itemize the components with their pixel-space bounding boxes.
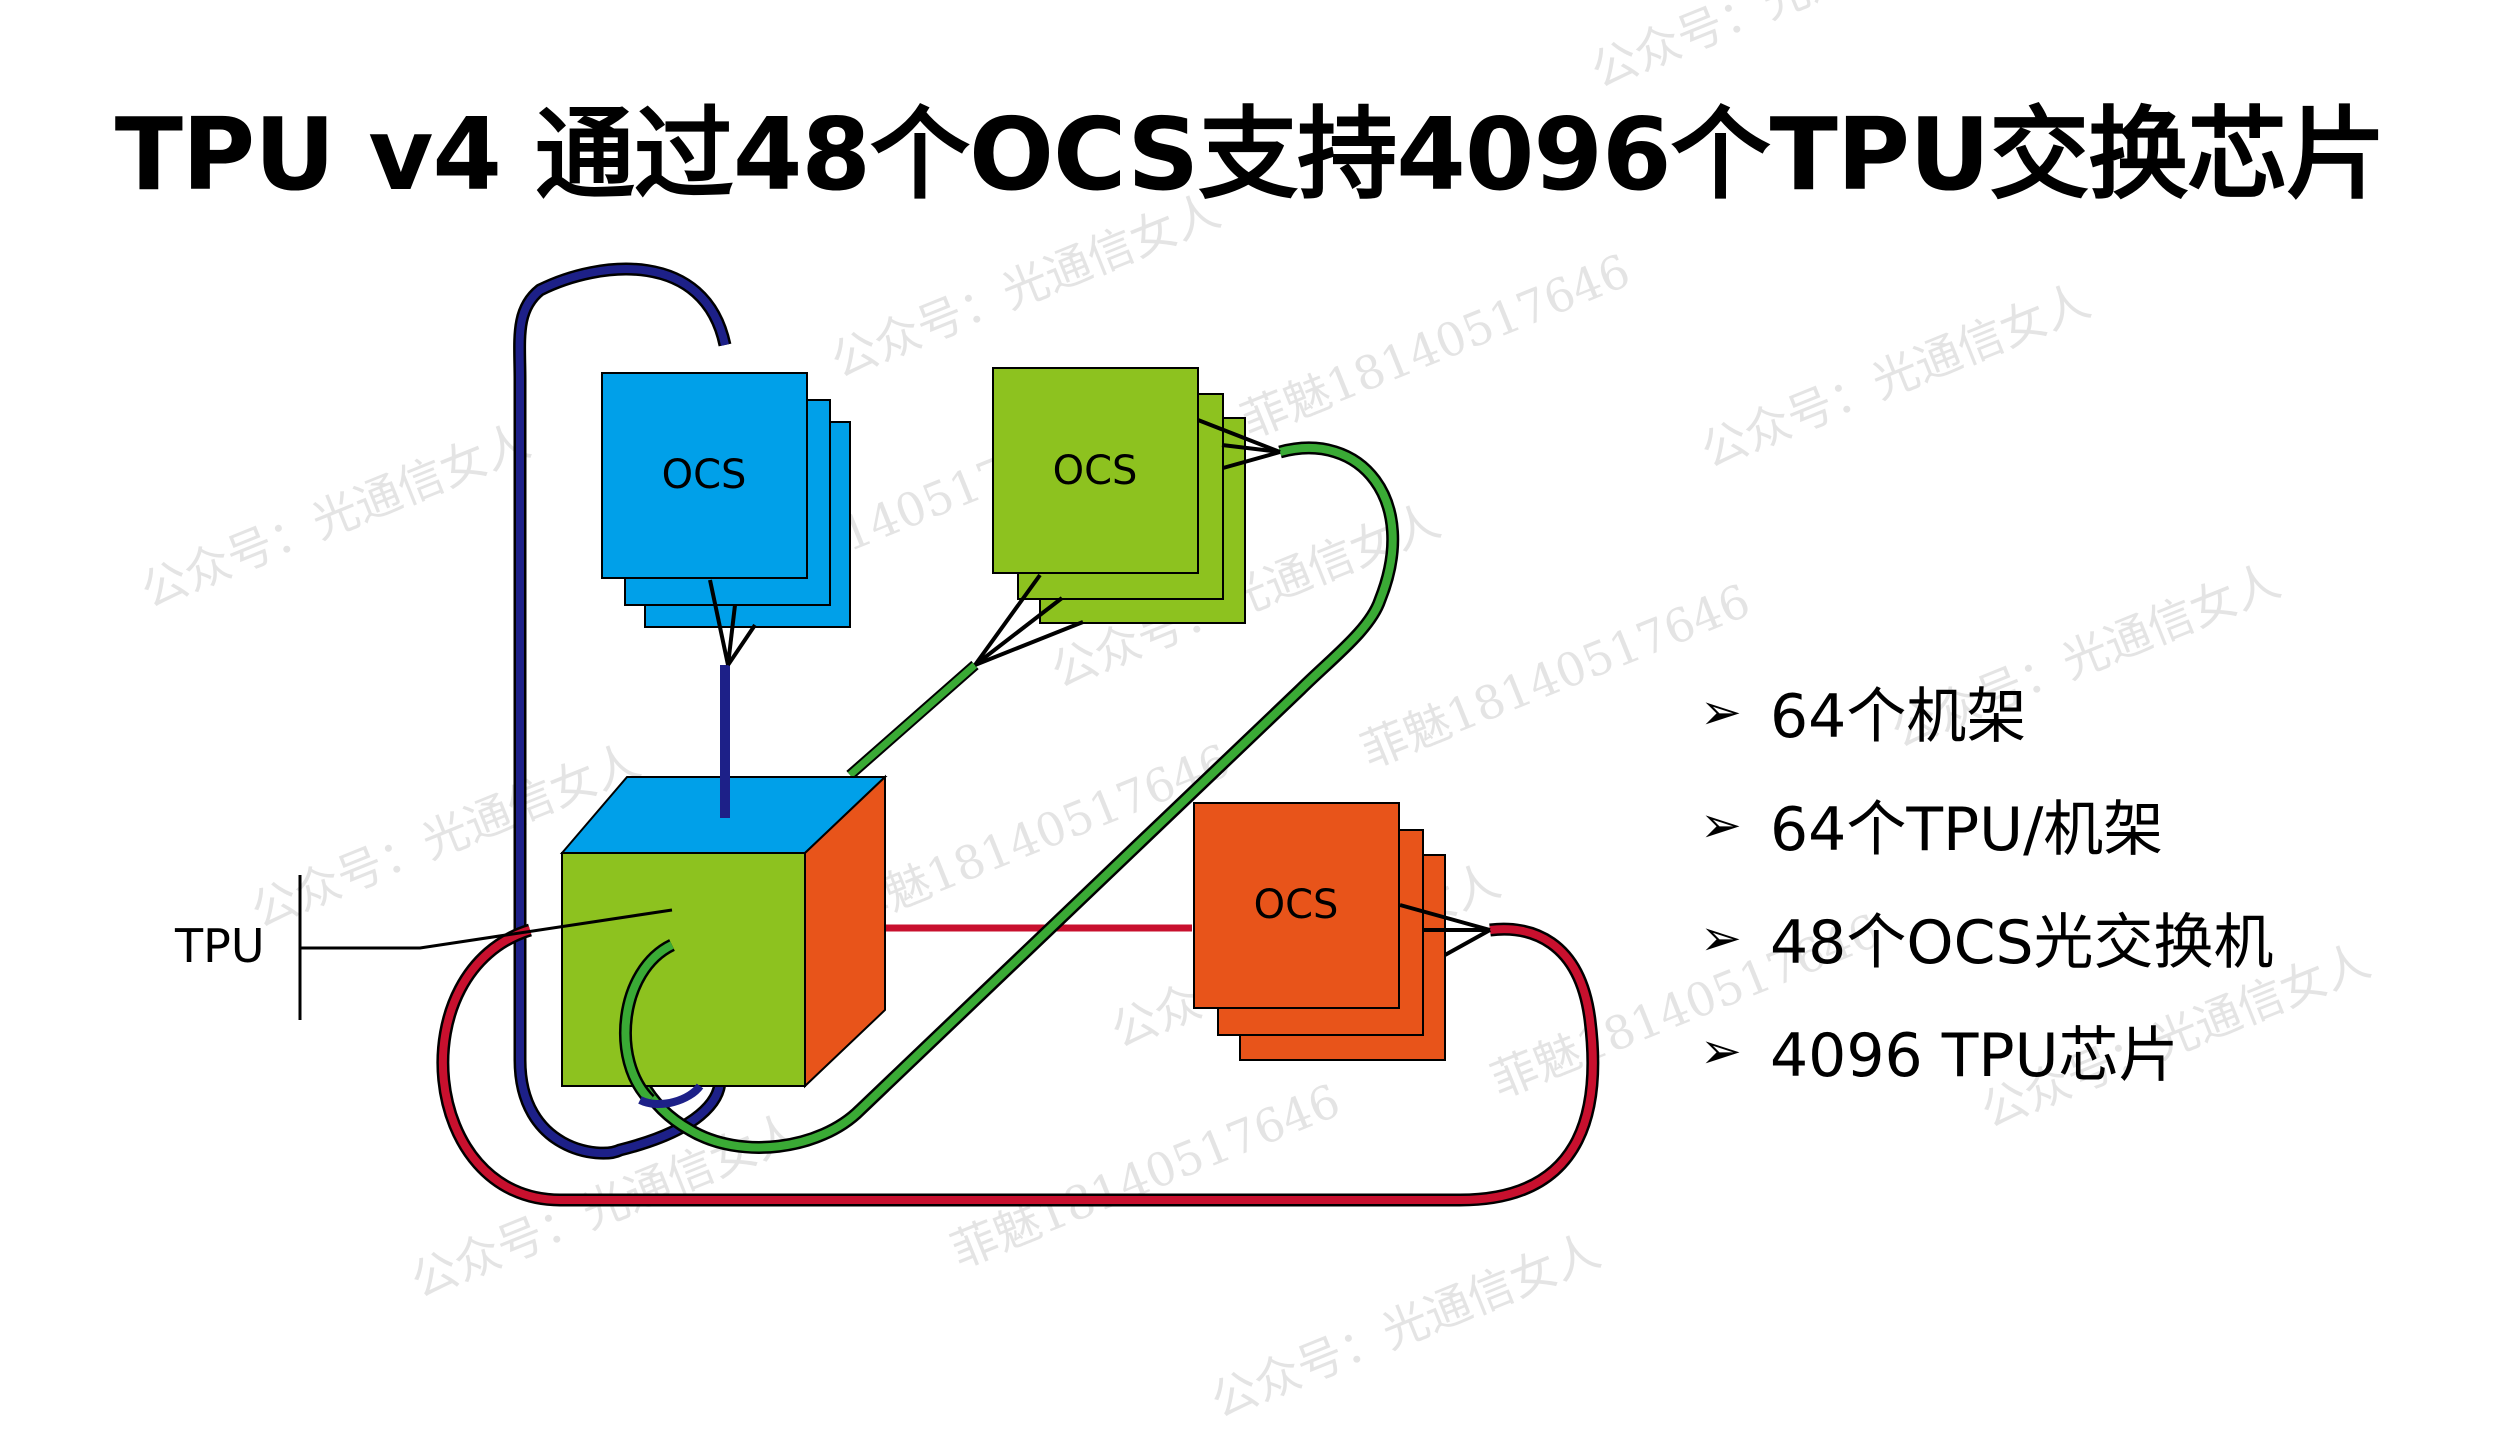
page-title: TPU v4 通过48个OCS支持4096个TPU交换芯片	[114, 96, 2387, 213]
arrow-bullet-icon: ➢	[1700, 795, 1742, 854]
arrow-bullet-icon: ➢	[1700, 908, 1742, 967]
feature-list: ➢ 64个机架 ➢ 64个TPU/机架 ➢ 48个OCS光交换机 ➢ 4096 …	[1700, 655, 2274, 1107]
ocs-label: OCS	[1254, 882, 1339, 928]
fiber-fanout	[973, 418, 1281, 667]
list-item: ➢ 4096 TPU芯片	[1700, 994, 2274, 1107]
list-item-text: 48个OCS光交换机	[1770, 908, 2274, 978]
list-item: ➢ 48个OCS光交换机	[1700, 881, 2274, 994]
fiber-fanout	[708, 579, 757, 667]
list-item-text: 64个机架	[1770, 682, 2027, 752]
list-item: ➢ 64个机架	[1700, 655, 2274, 768]
ocs-switch-blue: OCS	[601, 372, 851, 628]
ocs-switch-green: OCS	[992, 367, 1246, 624]
list-item-text: 64个TPU/机架	[1770, 795, 2164, 865]
arrow-bullet-icon: ➢	[1700, 1021, 1742, 1080]
list-item: ➢ 64个TPU/机架	[1700, 768, 2274, 881]
red-link	[439, 925, 1597, 1204]
blue-link	[515, 265, 729, 1158]
fiber-fanout	[1399, 903, 1491, 957]
tpu-cube	[559, 774, 888, 1089]
ocs-label: OCS	[662, 452, 747, 498]
arrow-bullet-icon: ➢	[1700, 682, 1742, 741]
tpu-callout	[298, 875, 673, 1020]
list-item-text: 4096 TPU芯片	[1770, 1021, 2179, 1091]
ocs-label: OCS	[1053, 448, 1138, 494]
ocs-switch-orange: OCS	[1193, 802, 1446, 1061]
tpu-label: TPU	[174, 919, 265, 973]
